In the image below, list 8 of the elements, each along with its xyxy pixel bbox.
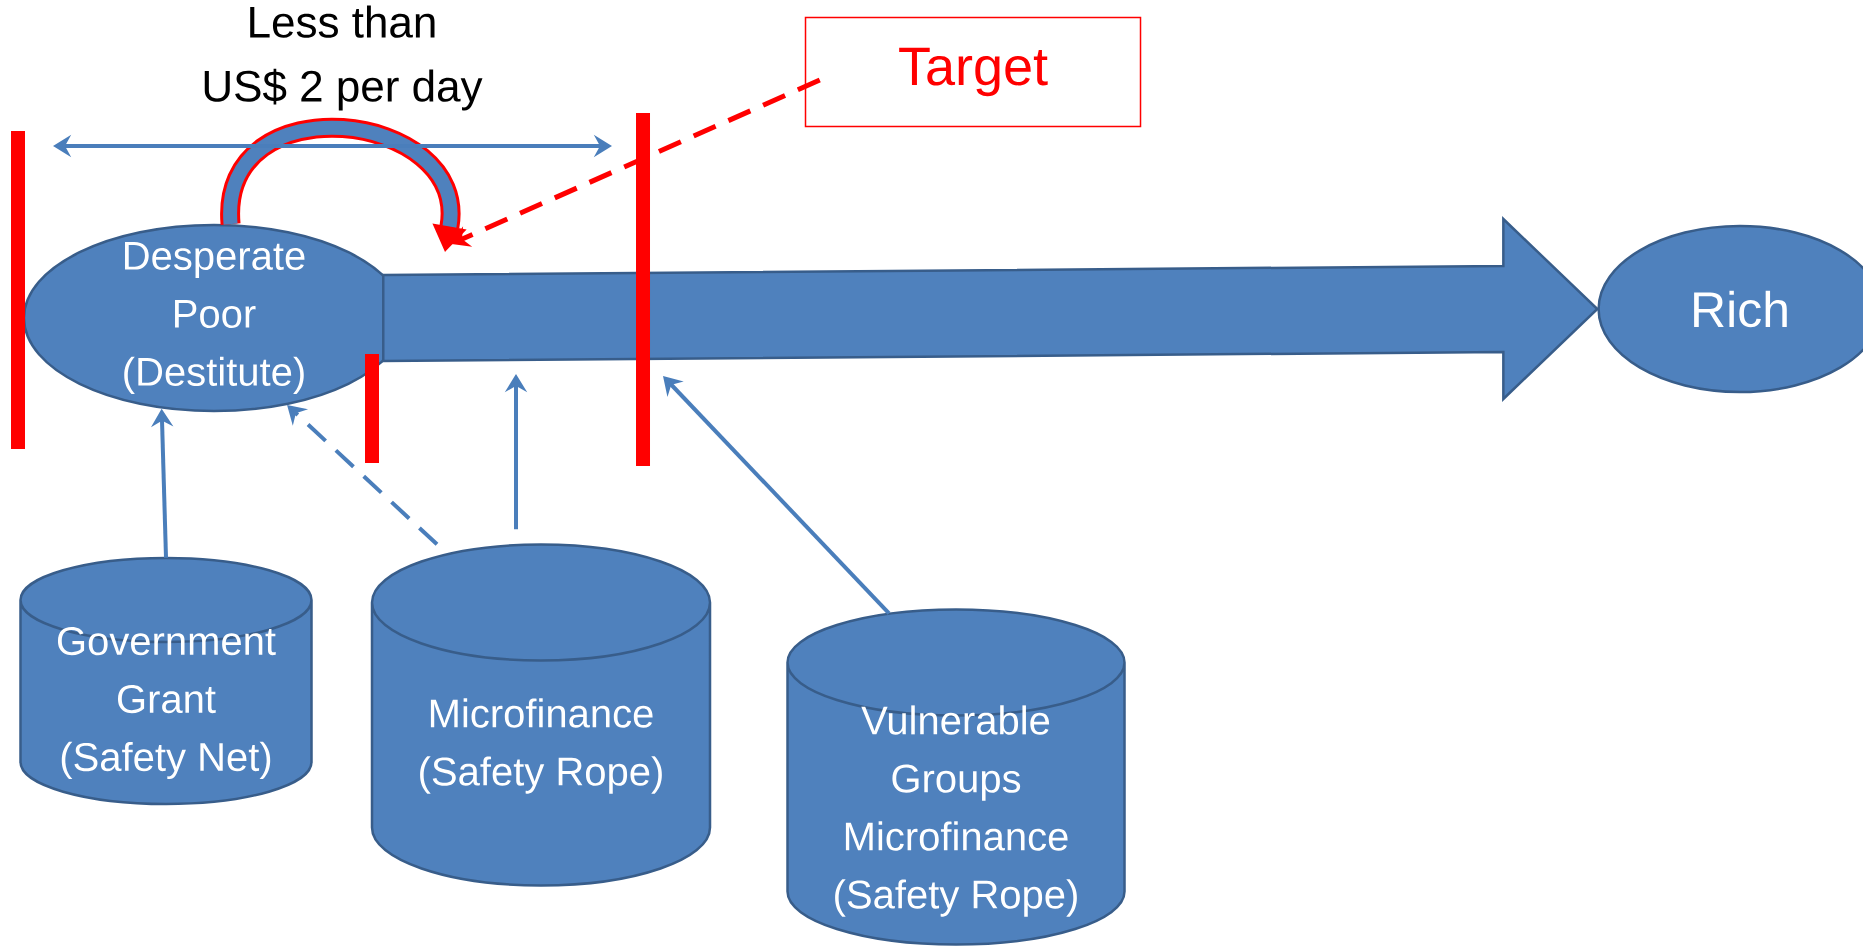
dashed-arrow [287, 405, 439, 546]
block-arrow [382, 216, 1600, 402]
arrow [663, 376, 891, 615]
cylinder: Government Grant (Safety Net) [19, 556, 313, 806]
cylinder: Microfinance (Safety Rope) [370, 543, 712, 887]
cylinder: Vulnerable Groups Microfinance (Safety Rope) [786, 608, 1126, 946]
target-box: Target [804, 16, 1142, 128]
dimension-label: Less than US$ 2 per day [204, 5, 483, 111]
